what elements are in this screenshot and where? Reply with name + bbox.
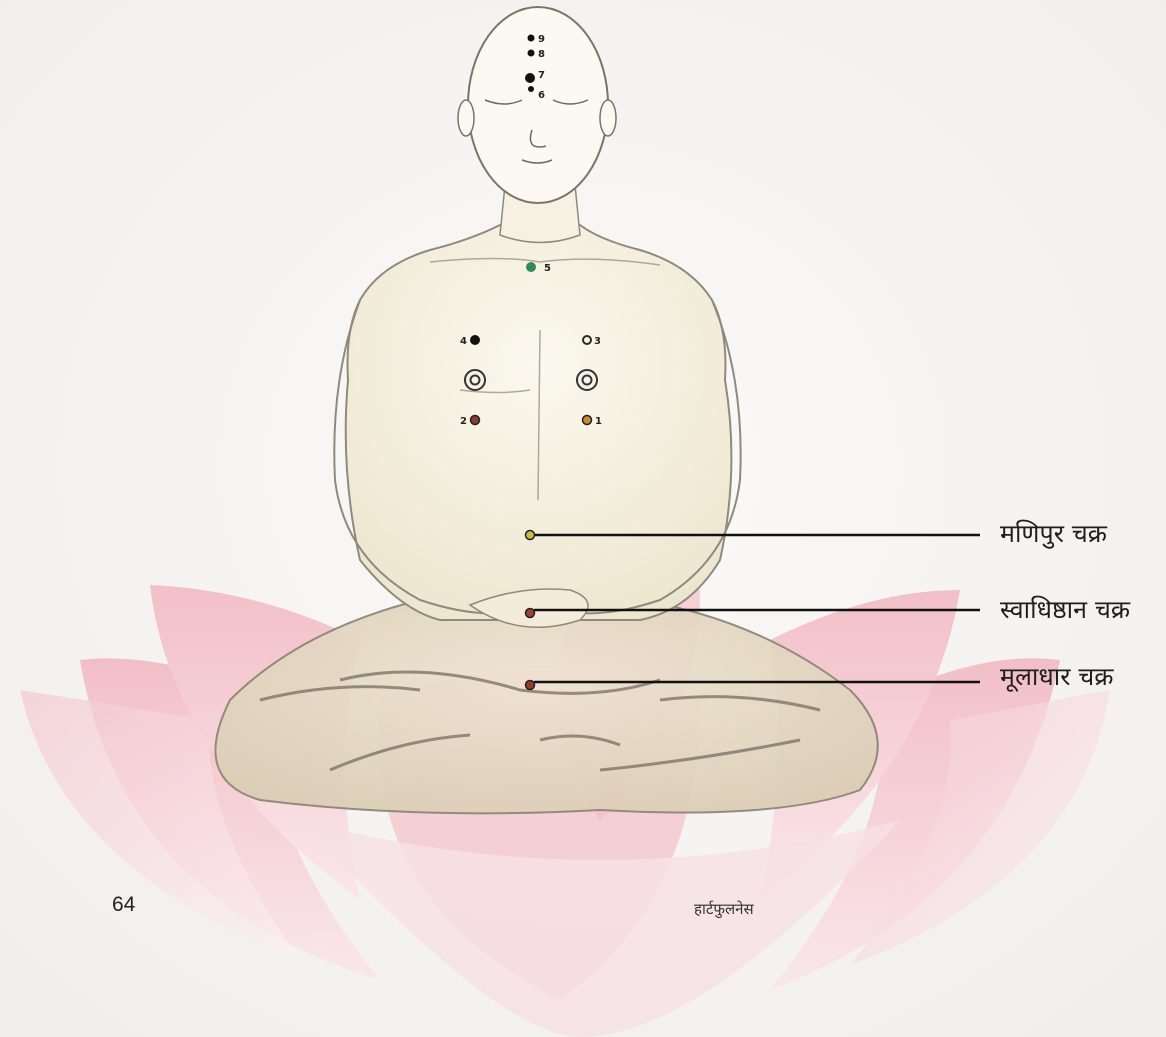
point-6-label: 6	[538, 90, 545, 101]
swadhishthan-chakra-label: स्वाधिष्ठान चक्र	[1000, 596, 1130, 624]
point-3-label: 3	[594, 336, 601, 347]
point-1-dot	[583, 416, 592, 425]
point-7-dot	[525, 73, 535, 83]
point-2-dot	[471, 416, 480, 425]
page-number: 64	[112, 893, 135, 917]
point-5-dot	[526, 262, 536, 272]
left-ear	[458, 100, 474, 136]
point-5-label: 5	[544, 263, 551, 274]
point-2-label: 2	[460, 416, 467, 427]
point-6-dot	[528, 86, 534, 92]
footer-title: हार्टफुलनेस	[694, 899, 754, 919]
manipur-chakra-dot	[526, 531, 535, 540]
right-ear	[600, 100, 616, 136]
point-8-label: 8	[538, 49, 545, 60]
point-8-dot	[528, 50, 535, 57]
swadhishthan-chakra-dot	[526, 609, 535, 618]
point-7-label: 7	[538, 70, 545, 81]
point-4-label: 4	[460, 336, 467, 347]
point-1-label: 1	[595, 416, 602, 427]
point-9-dot	[528, 35, 535, 42]
manipur-chakra-label: मणिपुर चक्र	[1000, 520, 1107, 548]
muladhar-chakra-label: मूलाधार चक्र	[1000, 663, 1113, 691]
point-4-dot	[470, 335, 480, 345]
muladhar-chakra-dot	[526, 681, 535, 690]
point-9-label: 9	[538, 34, 545, 45]
